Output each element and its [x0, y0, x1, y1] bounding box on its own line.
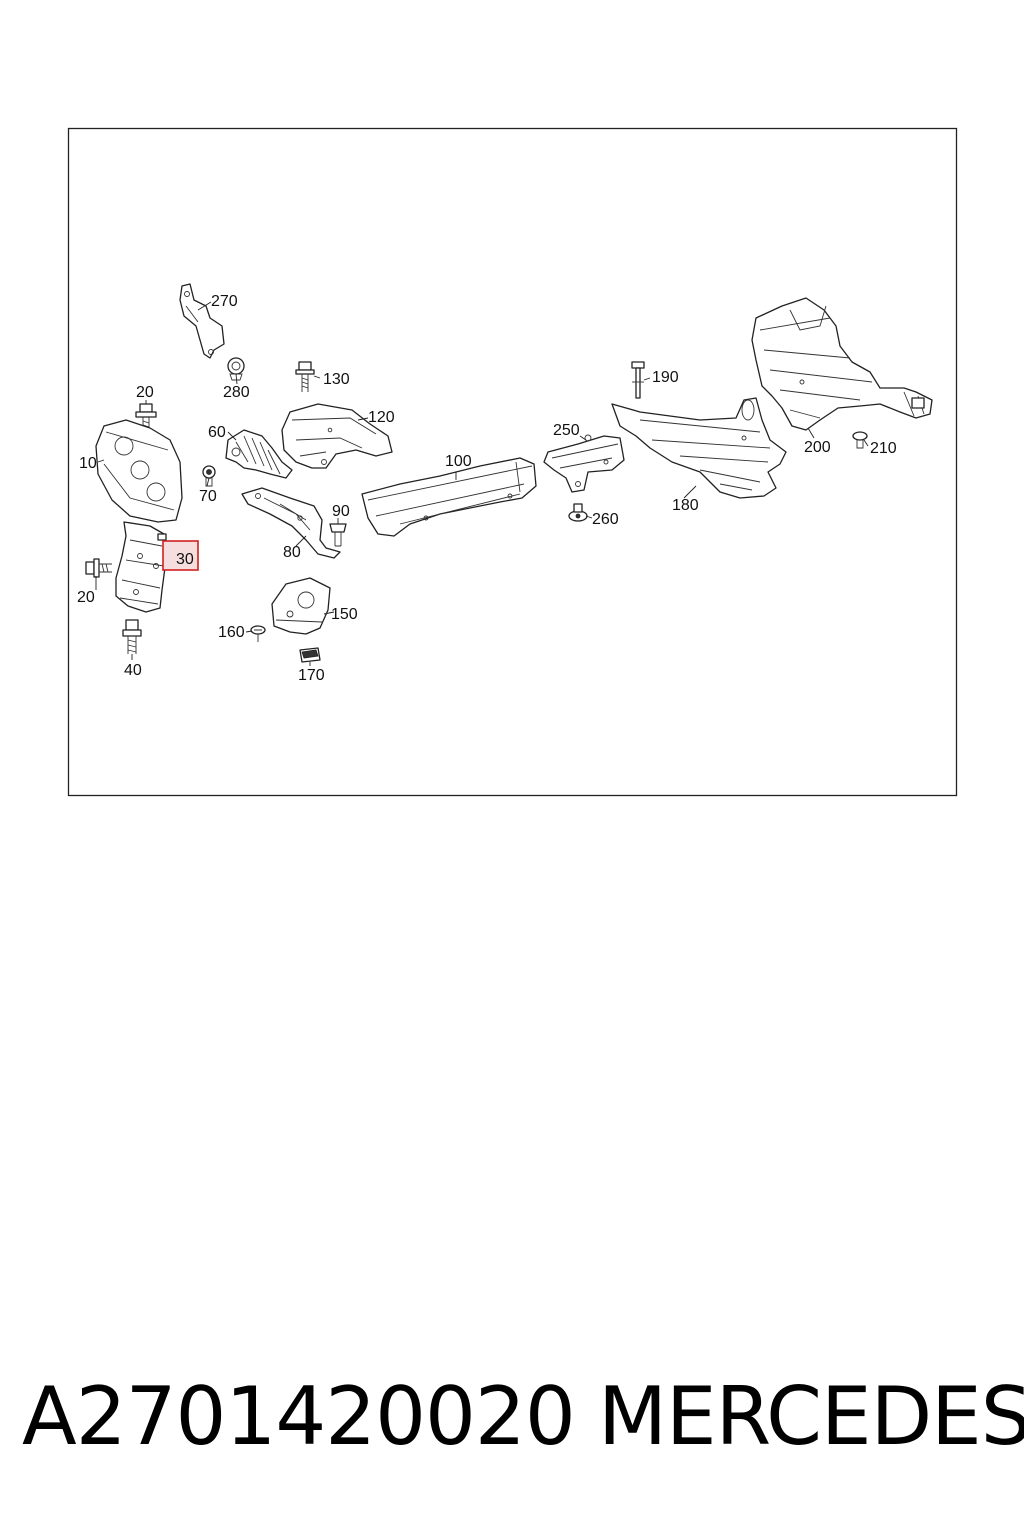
highlight-box-30 — [162, 540, 199, 571]
callout-20-upper[interactable]: 20 — [136, 384, 154, 401]
part-250-shield[interactable] — [543, 434, 625, 493]
callout-90[interactable]: 90 — [332, 503, 350, 520]
callout-210[interactable]: 210 — [870, 440, 897, 457]
callout-280[interactable]: 280 — [223, 384, 250, 401]
callout-80[interactable]: 80 — [283, 544, 301, 561]
part-100-tunnel-shield[interactable] — [361, 457, 537, 537]
diagram-frame — [67, 127, 958, 797]
part-160-screw[interactable] — [250, 625, 266, 642]
part-180-rear-shield[interactable] — [611, 397, 787, 499]
part-210-screw[interactable] — [852, 431, 868, 449]
callout-labels: 270 280 130 120 20 10 60 70 30 20 40 80 … — [77, 293, 897, 684]
callout-70[interactable]: 70 — [199, 488, 217, 505]
callout-40[interactable]: 40 — [124, 662, 142, 679]
part-170-clip-nut[interactable] — [299, 647, 321, 663]
callout-260[interactable]: 260 — [592, 511, 619, 528]
part-150-bracket[interactable] — [271, 577, 331, 635]
parts-diagram: 270 280 130 120 20 10 60 70 30 20 40 80 … — [67, 127, 958, 797]
callout-270[interactable]: 270 — [211, 293, 238, 310]
part-260-nut[interactable] — [568, 503, 588, 522]
callout-100[interactable]: 100 — [445, 453, 472, 470]
part-190-bolt[interactable] — [631, 361, 645, 399]
part-30-heat-shield[interactable] — [115, 521, 167, 613]
part-10-manifold-shield[interactable] — [95, 419, 183, 523]
part-80-bracket[interactable] — [241, 487, 341, 559]
callout-120[interactable]: 120 — [368, 409, 395, 426]
callout-170[interactable]: 170 — [298, 667, 325, 684]
callout-200[interactable]: 200 — [804, 439, 831, 456]
part-200-underbody-shield[interactable] — [751, 297, 933, 431]
callout-20-lower[interactable]: 20 — [77, 589, 95, 606]
callout-10[interactable]: 10 — [79, 455, 97, 472]
part-60-cover[interactable] — [225, 429, 293, 479]
callout-180[interactable]: 180 — [672, 497, 699, 514]
part-270-bracket[interactable] — [179, 283, 225, 359]
part-70-fastener[interactable] — [202, 465, 216, 487]
part-number: A2701420020 — [22, 1370, 576, 1463]
callout-250[interactable]: 250 — [553, 422, 580, 439]
part-20-bolt-lower[interactable] — [85, 558, 112, 578]
brand-name: MERCEDES — [598, 1370, 1024, 1463]
callout-160[interactable]: 160 — [218, 624, 245, 641]
part-90-clip[interactable] — [329, 523, 347, 547]
callout-150[interactable]: 150 — [331, 606, 358, 623]
callout-190[interactable]: 190 — [652, 369, 679, 386]
callout-30[interactable]: 30 — [176, 551, 194, 568]
callout-130[interactable]: 130 — [323, 371, 350, 388]
part-40-stud[interactable] — [122, 619, 142, 654]
part-120-heat-shield[interactable] — [281, 403, 393, 469]
callout-60[interactable]: 60 — [208, 424, 226, 441]
part-130-bolt[interactable] — [295, 361, 315, 392]
